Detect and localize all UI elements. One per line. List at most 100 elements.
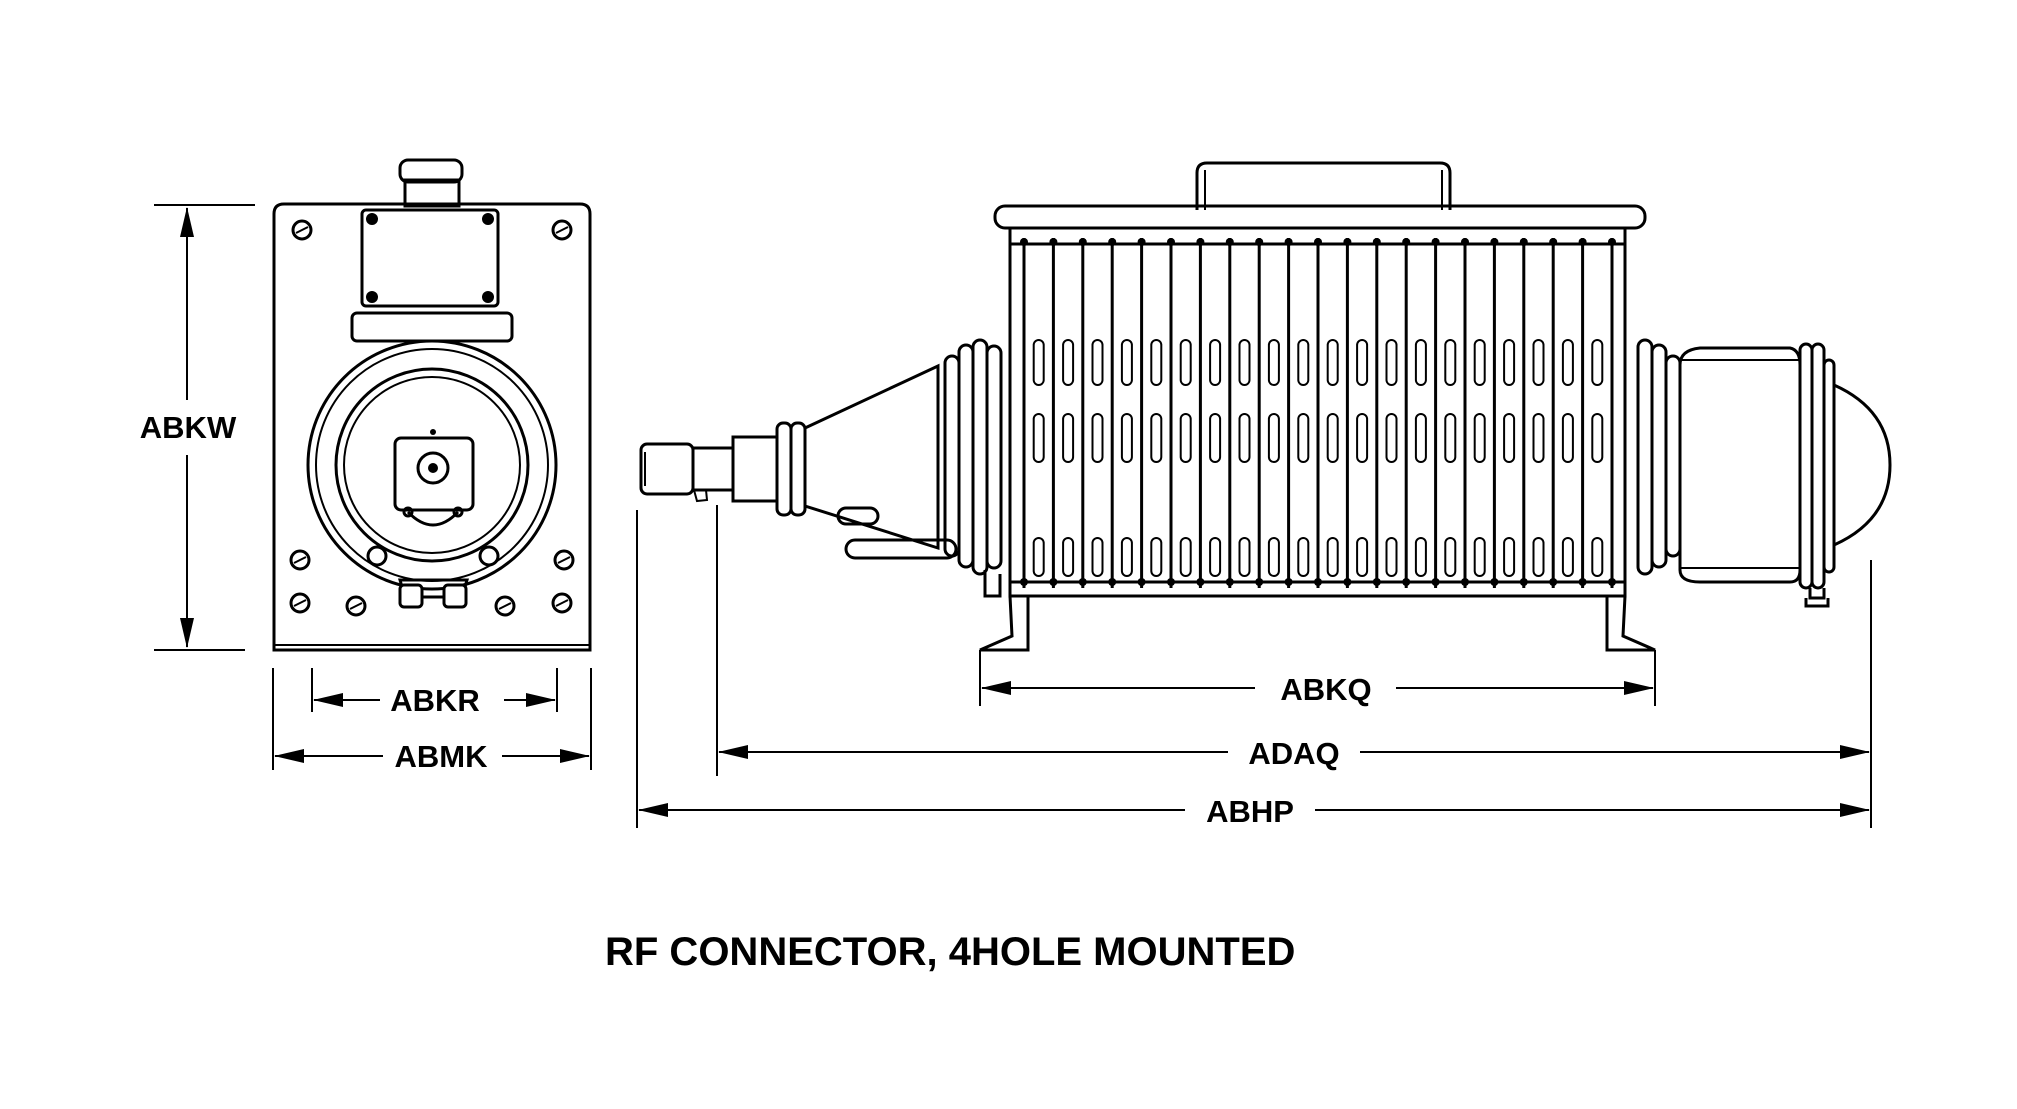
dim-label-abkq: ABKQ <box>1280 672 1371 707</box>
fin-rivet-top <box>1225 238 1234 246</box>
fin-rivet-top <box>1372 238 1381 246</box>
dim-abmk: ABMK <box>272 668 592 774</box>
fin-rivet-top <box>1314 238 1322 246</box>
vent-slot <box>1591 537 1604 577</box>
vent-slot <box>1532 339 1545 386</box>
vent-slot <box>1238 413 1251 463</box>
vent-slot <box>1414 413 1427 463</box>
vent-slot <box>1120 339 1133 386</box>
screw-bottom-3 <box>494 595 516 617</box>
fin-rivet-top <box>1431 238 1440 246</box>
dim-label-adaq: ADAQ <box>1248 736 1339 771</box>
fin-rivet-bottom <box>1549 578 1558 586</box>
vent-slot <box>1238 537 1251 577</box>
fin-rivet-top <box>1402 238 1411 246</box>
vent-slot <box>1503 537 1516 577</box>
fin-rivet-bottom <box>1314 578 1322 586</box>
vent-slot <box>1591 339 1604 386</box>
screw-top-right <box>551 219 573 241</box>
vent-slot <box>1062 339 1075 386</box>
vent-slot <box>1473 537 1486 577</box>
screw-mid-right <box>553 549 575 571</box>
side-view <box>639 161 1892 652</box>
vent-slot <box>1062 537 1075 577</box>
fin-rivet-bottom <box>1519 578 1528 586</box>
vent-slot <box>1120 413 1133 463</box>
vent-slot <box>1356 339 1369 386</box>
vent-slot <box>1561 413 1574 463</box>
fin-rivet-top <box>1255 238 1264 246</box>
vent-slot <box>1120 537 1133 577</box>
vent-slot <box>1591 413 1604 463</box>
vent-slot <box>1532 537 1545 577</box>
dim-label-abkr: ABKR <box>390 683 480 718</box>
fin-rivet-bottom <box>1490 578 1499 586</box>
fin-rivet-top <box>1284 238 1293 246</box>
vent-slot <box>1179 413 1192 463</box>
vent-slot <box>1209 537 1222 577</box>
vent-slot <box>1209 339 1222 386</box>
vent-slot <box>1179 339 1192 386</box>
dim-abkw: ABKW <box>140 204 255 651</box>
front-view <box>272 158 592 652</box>
fin-rivet-top <box>1490 238 1499 246</box>
vent-slot <box>1561 537 1574 577</box>
screw-mid-left <box>289 549 311 571</box>
dim-label-abmk: ABMK <box>395 739 489 774</box>
vent-slot <box>1532 413 1545 463</box>
fin-rivet-bottom <box>1049 578 1058 586</box>
vent-slot <box>1385 537 1398 577</box>
vent-slot <box>1356 413 1369 463</box>
vent-slot <box>1473 413 1486 463</box>
vent-slot <box>1444 537 1457 577</box>
vent-slot <box>1238 339 1251 386</box>
fin-rivet-top <box>1343 238 1352 246</box>
vent-slot <box>1179 537 1192 577</box>
vent-slot <box>1385 413 1398 463</box>
vent-slot <box>1062 413 1075 463</box>
fin-rivet-bottom <box>1343 578 1352 586</box>
fin-rivet-bottom <box>1431 578 1440 586</box>
vent-slot <box>1297 339 1310 386</box>
fin-rivet-top <box>1519 238 1528 246</box>
vent-slot <box>1032 339 1045 386</box>
vent-slot <box>1150 413 1163 463</box>
dim-label-abkw: ABKW <box>140 410 237 445</box>
vent-slot <box>1091 413 1104 463</box>
dim-abkq: ABKQ <box>979 650 1656 707</box>
screw-bottom-1 <box>289 592 311 614</box>
screw-bottom-4 <box>551 592 573 614</box>
vent-slot <box>1267 537 1280 577</box>
vent-slot <box>1385 339 1398 386</box>
fin-rivet-top <box>1049 238 1058 246</box>
cooling-fins <box>1020 238 1616 588</box>
vent-slot <box>1267 339 1280 386</box>
fin-rivet-bottom <box>1078 578 1087 586</box>
vent-slot <box>1444 339 1457 386</box>
fin-rivet-bottom <box>1578 578 1587 586</box>
fin-rivet-bottom <box>1608 578 1616 586</box>
vent-slot <box>1356 537 1369 577</box>
fin-rivet-bottom <box>1461 578 1469 586</box>
fin-rivet-bottom <box>1167 578 1175 586</box>
dim-abhp: ABHP <box>636 510 1872 829</box>
fin-rivet-bottom <box>1402 578 1411 586</box>
vent-slot <box>1091 339 1104 386</box>
drawing-caption: RF CONNECTOR, 4HOLE MOUNTED <box>605 930 1295 974</box>
fin-rivet-top <box>1461 238 1469 246</box>
vent-slot <box>1032 537 1045 577</box>
vent-slot <box>1414 537 1427 577</box>
fin-rivet-bottom <box>1020 578 1028 586</box>
fin-rivet-top <box>1196 238 1205 246</box>
vent-slot <box>1561 339 1574 386</box>
vent-slot <box>1326 339 1339 386</box>
fin-rivet-bottom <box>1225 578 1234 586</box>
screw-top-left <box>291 219 313 241</box>
fin-rivet-top <box>1578 238 1587 246</box>
fin-rivet-top <box>1608 238 1616 246</box>
vent-slot <box>1150 537 1163 577</box>
vent-slot <box>1267 413 1280 463</box>
dim-abkr: ABKR <box>311 668 558 718</box>
fin-rivet-top <box>1078 238 1087 246</box>
